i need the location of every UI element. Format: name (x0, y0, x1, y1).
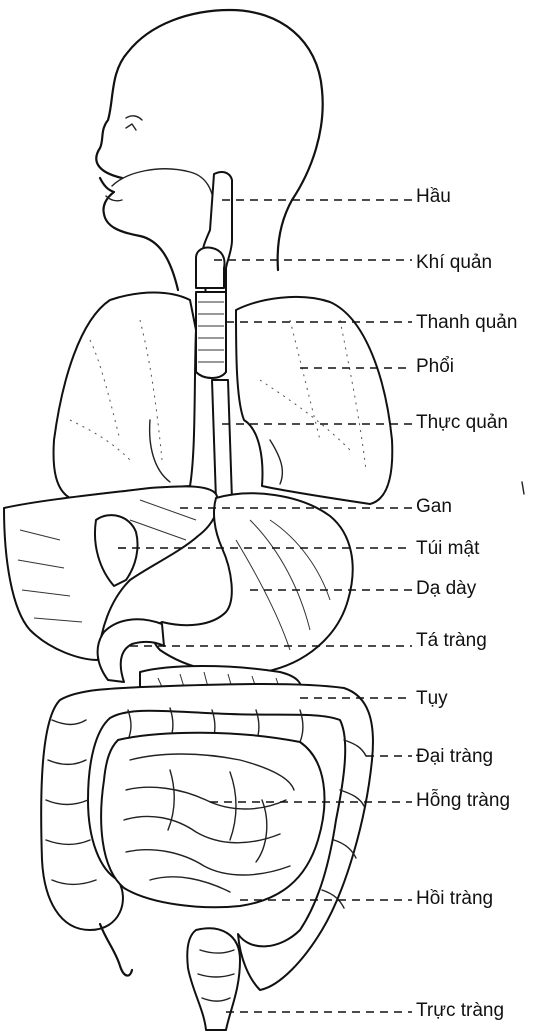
small-intestine (101, 733, 324, 907)
label-gan: Gan (416, 496, 452, 518)
label-ta-trang: Tá tràng (416, 630, 487, 652)
label-hoi-trang: Hồi tràng (416, 888, 493, 910)
label-truc-trang: Trực tràng (416, 1000, 504, 1022)
label-thanh-quan: Thanh quản (416, 312, 517, 334)
label-tuy: Tụy (416, 688, 448, 710)
rectum (187, 928, 240, 1030)
label-tui-mat: Túi mật (416, 538, 479, 560)
label-da-day: Dạ dày (416, 578, 476, 600)
label-dai-trang: Đại tràng (416, 746, 493, 768)
label-phoi: Phổi (416, 356, 454, 378)
label-hong-trang: Hỗng tràng (416, 790, 510, 812)
label-khi-quan: Khí quản (416, 252, 492, 274)
label-thuc-quan: Thực quản (416, 412, 508, 434)
throat-tubes (196, 172, 232, 500)
stray-mark (522, 482, 524, 494)
label-hau: Hầu (416, 186, 451, 208)
